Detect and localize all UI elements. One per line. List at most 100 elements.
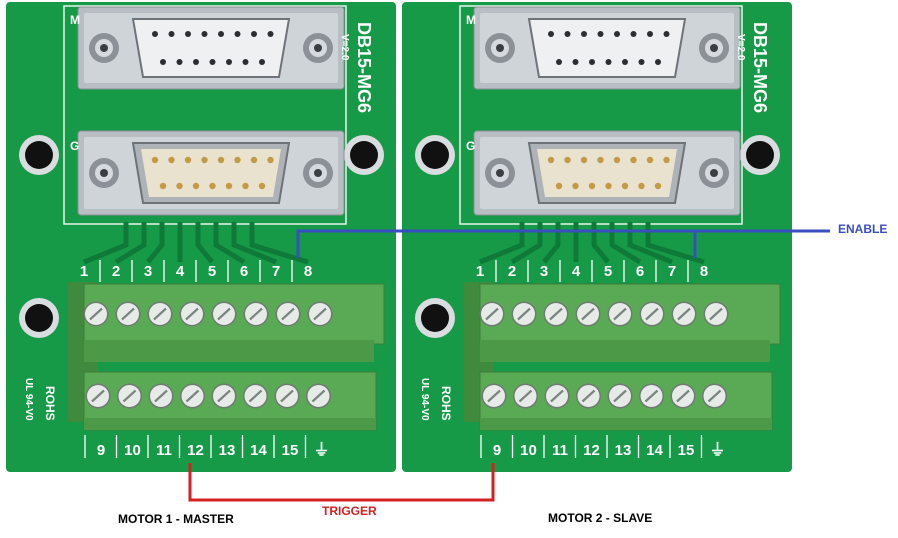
female-connector-letter: M (466, 13, 476, 27)
screw-slot (248, 389, 263, 403)
pin-icon (192, 182, 200, 190)
jackscrew-hole (100, 169, 108, 177)
socket-hole (647, 31, 653, 37)
socket-hole (556, 59, 562, 65)
pin-icon (613, 156, 621, 164)
screw-slot (185, 389, 200, 403)
jackscrew-hole (314, 169, 322, 177)
jackscrew-hole (710, 44, 718, 52)
pin-icon (646, 156, 654, 164)
screw-slot (217, 307, 231, 321)
ground-symbol-icon: ⏚ (313, 441, 329, 459)
socket-hole (548, 31, 554, 37)
pin-number-label: 8 (700, 263, 708, 280)
pin-number-label: 15 (282, 442, 299, 459)
enable-label: ENABLE (838, 222, 888, 236)
pin-icon (250, 156, 258, 164)
pin-icon (217, 156, 225, 164)
pin-icon (555, 182, 563, 190)
jackscrew-hole (710, 169, 718, 177)
screw-slot (677, 307, 691, 321)
socket-hole (597, 31, 604, 37)
pin-icon (630, 156, 637, 164)
mount-hole (25, 304, 53, 332)
pin-number-label: 11 (552, 442, 568, 459)
pcb-trace (195, 222, 214, 264)
board-model-label: DB15-MG6 (354, 22, 374, 113)
screw-slot (153, 307, 167, 321)
screw-slot (89, 307, 103, 321)
rohs-marking: ROHS (439, 386, 453, 421)
socket-hole (218, 31, 224, 37)
screw-slot (549, 307, 563, 321)
female-d-sub-body (131, 18, 291, 78)
pin-icon (572, 182, 579, 190)
socket-hole (242, 59, 249, 65)
pin-number-label: 13 (219, 442, 236, 459)
board-version-label: V=2.0 (339, 34, 350, 61)
pin-icon (621, 182, 629, 190)
screw-slot (485, 307, 499, 321)
mount-hole (421, 141, 449, 169)
pin-number-label: 1 (476, 263, 484, 280)
pin-icon (638, 182, 645, 190)
trigger-wire (188, 463, 495, 502)
male-connector-letter: G (70, 139, 79, 153)
male-connector-letter: G (466, 139, 475, 153)
pin-number-label: 5 (208, 263, 216, 280)
jackscrew-hole (496, 44, 504, 52)
pin-number-label: 1 (80, 263, 88, 280)
trigger-label: TRIGGER (322, 504, 377, 518)
pin-number-label: 4 (176, 263, 185, 280)
ul-marking: UL 94-V0 (419, 378, 430, 421)
socket-hole (589, 59, 595, 65)
pin-icon (151, 156, 159, 164)
screw-slot (645, 307, 659, 321)
upper-terminal-base (480, 340, 770, 362)
screw-slot (487, 389, 501, 403)
screw-slot (709, 307, 723, 321)
mount-hole (421, 304, 449, 332)
pin-icon (242, 182, 249, 190)
lower-terminal-base (84, 418, 376, 430)
board-model-label: DB15-MG6 (750, 22, 770, 113)
pcb-trace (114, 222, 147, 265)
pin-icon (267, 156, 274, 164)
screw-slot (550, 389, 564, 403)
mount-hole (746, 141, 774, 169)
rohs-marking: ROHS (43, 386, 57, 421)
pin-icon (184, 156, 192, 164)
pcb-trace (146, 222, 165, 264)
screw-slot (217, 389, 231, 403)
pin-number-label: 7 (668, 263, 676, 280)
screw-slot (185, 307, 199, 321)
ground-symbol-icon: ⏚ (709, 441, 725, 459)
pin-insert (141, 149, 281, 197)
pin-number-label: 12 (583, 442, 600, 459)
socket-hole (605, 59, 612, 65)
pin-insert (537, 149, 677, 197)
pin-icon (654, 182, 662, 190)
pin-number-label: 12 (187, 442, 204, 459)
socket-hole (614, 31, 620, 37)
socket-hole (201, 31, 208, 37)
pcb-trace (83, 222, 129, 265)
pin-icon (176, 182, 183, 190)
pin-icon (168, 156, 175, 164)
motor-1-caption: MOTOR 1 - MASTER (118, 512, 234, 526)
screw-slot (311, 389, 326, 403)
pin-number-label: 14 (250, 442, 267, 459)
pin-number-label: 2 (508, 263, 516, 280)
pin-icon (564, 156, 571, 164)
socket-hole (160, 59, 166, 65)
screw-slot (707, 389, 722, 403)
socket-hole (655, 59, 661, 65)
upper-terminal-base (84, 340, 374, 362)
screw-slot (154, 389, 168, 403)
pcb-trace (249, 222, 309, 265)
screw-slot (91, 389, 105, 403)
socket-hole (209, 59, 216, 65)
pin-number-label: 4 (572, 263, 581, 280)
